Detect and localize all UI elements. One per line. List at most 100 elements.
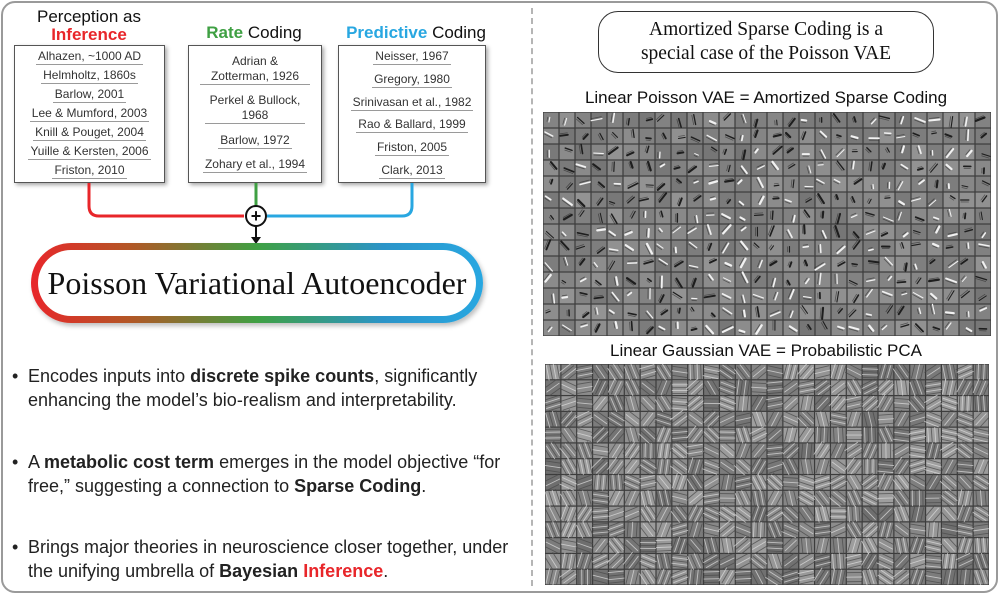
filter-tile	[831, 256, 847, 272]
filter-tile	[559, 256, 575, 272]
filter-tile	[861, 364, 879, 380]
filter-tile	[624, 426, 640, 444]
filter-tile	[735, 288, 751, 304]
filter-tile	[623, 304, 639, 320]
filter-tile	[767, 176, 783, 192]
filter-tile	[908, 554, 927, 569]
filter-tile	[783, 128, 799, 144]
filter-tile	[687, 320, 703, 336]
filter-tile	[959, 160, 975, 176]
filter-tile	[545, 520, 562, 540]
filter-tile	[959, 224, 975, 240]
filter-tile	[606, 409, 627, 429]
filter-tile	[892, 364, 912, 382]
filter-tile	[751, 272, 767, 288]
filter-tile	[607, 320, 623, 336]
filter-tile	[847, 304, 863, 320]
filter-tile	[876, 504, 896, 524]
filter-tile	[766, 409, 783, 429]
filter-tile	[670, 409, 690, 429]
filter-tile	[655, 272, 671, 289]
filter-tile	[955, 552, 975, 570]
filter-tile	[655, 176, 671, 192]
filter-tile	[735, 320, 751, 336]
filter-tile	[623, 192, 639, 208]
filter-tile	[815, 304, 831, 320]
filter-tile	[590, 112, 607, 128]
filter-tile	[733, 536, 753, 556]
connector-diagram: +	[87, 183, 414, 244]
filter-tile	[831, 553, 846, 570]
filter-tile	[782, 475, 800, 490]
filter-tile	[927, 224, 943, 240]
filter-tile	[814, 504, 831, 524]
filter-tile	[751, 304, 767, 320]
filter-tile	[892, 567, 912, 585]
bullet-metabolic-cost: • A metabolic cost term emerges in the m…	[12, 450, 527, 498]
filter-tile	[719, 128, 735, 144]
filter-tile	[623, 377, 642, 398]
filter-tile	[670, 568, 690, 585]
filter-tile	[559, 473, 579, 491]
filter-tile	[671, 224, 687, 240]
filter-tile	[560, 504, 577, 524]
bullet-emphasis: Bayesian	[219, 561, 299, 581]
filter-tile	[799, 224, 815, 240]
filter-tile	[751, 144, 767, 160]
filter-tile	[545, 364, 561, 381]
filter-tile	[860, 519, 881, 540]
filter-tile	[671, 160, 687, 176]
filter-tile	[956, 378, 974, 398]
filter-tile	[926, 521, 941, 539]
filter-tile	[719, 320, 735, 336]
filter-tile	[797, 569, 816, 585]
filter-tile	[734, 425, 752, 445]
filter-tile	[975, 240, 991, 256]
filter-tile	[577, 569, 592, 585]
filter-tile	[924, 569, 943, 585]
filter-tile	[671, 144, 687, 160]
filter-tile	[575, 160, 591, 176]
filter-tile	[576, 520, 594, 540]
filter-tile	[575, 143, 591, 160]
filter-tile	[545, 395, 563, 412]
filter-tile	[783, 288, 799, 304]
filter-tile	[972, 551, 989, 571]
filter-tile	[607, 304, 623, 320]
filter-tile	[607, 176, 623, 192]
filter-tile	[591, 536, 610, 555]
filter-tile	[545, 537, 563, 554]
filter-tile	[671, 304, 687, 320]
filter-tile	[735, 271, 751, 288]
filter-tile	[543, 192, 559, 208]
filter-tile	[847, 272, 863, 288]
filter-tile	[927, 272, 943, 288]
filter-tile	[638, 364, 658, 380]
filter-tile	[860, 489, 880, 508]
filter-tile	[830, 441, 847, 461]
filter-tile	[639, 256, 655, 272]
filter-tile	[908, 393, 928, 414]
reference-item: Friston, 2005	[374, 140, 450, 157]
filter-tile	[813, 522, 832, 538]
filter-tile	[608, 488, 625, 508]
filter-tile	[831, 304, 847, 320]
filter-tile	[718, 567, 737, 585]
filter-tile	[623, 288, 639, 304]
perception-heading-keyword: Inference	[51, 25, 127, 44]
filter-tile	[942, 364, 957, 381]
filter-tile	[844, 519, 864, 540]
filter-tile	[927, 240, 943, 256]
filter-tile	[845, 396, 864, 411]
filter-tile	[815, 426, 830, 444]
filter-tile	[703, 176, 719, 192]
filter-tile	[575, 538, 594, 553]
filter-tile	[687, 240, 703, 256]
filter-tile	[719, 427, 736, 443]
filter-tile	[655, 144, 671, 160]
filter-tile	[877, 459, 895, 474]
filter-tile	[719, 208, 735, 224]
filter-tile	[655, 320, 671, 336]
filter-tile	[943, 240, 959, 256]
filter-tile	[799, 208, 815, 224]
